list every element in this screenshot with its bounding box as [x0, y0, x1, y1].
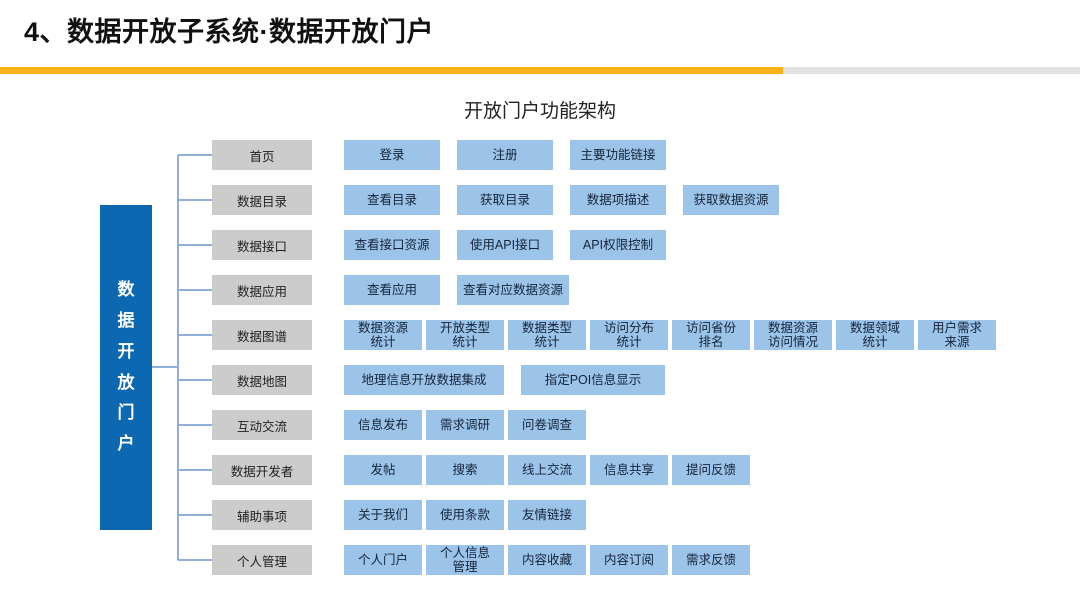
leaf-box[interactable]: 主要功能链接: [570, 140, 666, 170]
branch-row: 数据地图 地理信息开放数据集成 指定POI信息显示: [212, 365, 665, 395]
category-box[interactable]: 数据地图: [212, 365, 312, 395]
root-char: 门: [117, 403, 135, 423]
page-title: 4、数据开放子系统·数据开放门户: [24, 17, 435, 47]
root-node-data-open-portal: 数 据 开 放 门 户: [100, 205, 152, 530]
leaf-box[interactable]: 获取数据资源: [683, 185, 779, 215]
leaf-box[interactable]: 个人门户: [344, 545, 422, 575]
leaf-box[interactable]: 数据资源 统计: [344, 320, 422, 350]
branch-row: 数据图谱 数据资源 统计 开放类型 统计 数据类型 统计 访问分布 统计 访问省…: [212, 320, 996, 350]
leaf-box[interactable]: 数据资源 访问情况: [754, 320, 832, 350]
branch-row: 首页 登录 注册 主要功能链接: [212, 140, 666, 170]
leaf-box[interactable]: 需求调研: [426, 410, 504, 440]
row-gap: [312, 185, 344, 215]
divider-accent-segment: [0, 67, 783, 74]
category-box[interactable]: 首页: [212, 140, 312, 170]
leaf-box[interactable]: 开放类型 统计: [426, 320, 504, 350]
leaf-strip: 地理信息开放数据集成 指定POI信息显示: [344, 365, 665, 395]
divider-grey-segment: [783, 67, 1080, 74]
leaf-box[interactable]: 指定POI信息显示: [521, 365, 665, 395]
diagram-title: 开放门户功能架构: [463, 101, 616, 122]
leaf-strip: 查看接口资源 使用API接口 API权限控制: [344, 230, 666, 260]
root-char: 户: [117, 434, 135, 454]
category-box[interactable]: 数据应用: [212, 275, 312, 305]
branch-row: 个人管理 个人门户 个人信息 管理 内容收藏 内容订阅 需求反馈: [212, 545, 750, 575]
leaf-box[interactable]: 搜索: [426, 455, 504, 485]
leaf-box[interactable]: 需求反馈: [672, 545, 750, 575]
leaf-box[interactable]: 线上交流: [508, 455, 586, 485]
root-char: 放: [117, 372, 135, 392]
branch-row: 互动交流 信息发布 需求调研 问卷调查: [212, 410, 586, 440]
leaf-box[interactable]: 关于我们: [344, 500, 422, 530]
leaf-box[interactable]: 使用API接口: [457, 230, 553, 260]
leaf-box[interactable]: 内容订阅: [590, 545, 668, 575]
category-box[interactable]: 数据开发者: [212, 455, 312, 485]
leaf-box[interactable]: 查看目录: [344, 185, 440, 215]
category-box[interactable]: 数据目录: [212, 185, 312, 215]
category-box[interactable]: 辅助事项: [212, 500, 312, 530]
leaf-strip: 关于我们 使用条款 友情链接: [344, 500, 586, 530]
leaf-box[interactable]: 查看接口资源: [344, 230, 440, 260]
branch-row: 数据开发者 发帖 搜索 线上交流 信息共享 提问反馈: [212, 455, 750, 485]
leaf-box[interactable]: 提问反馈: [672, 455, 750, 485]
leaf-box[interactable]: 访问分布 统计: [590, 320, 668, 350]
leaf-strip: 查看目录 获取目录 数据项描述 获取数据资源: [344, 185, 779, 215]
leaf-strip: 信息发布 需求调研 问卷调查: [344, 410, 586, 440]
branch-row: 数据接口 查看接口资源 使用API接口 API权限控制: [212, 230, 666, 260]
row-gap: [312, 500, 344, 530]
branch-row: 数据应用 查看应用 查看对应数据资源: [212, 275, 569, 305]
leaf-box[interactable]: 信息共享: [590, 455, 668, 485]
leaf-strip: 登录 注册 主要功能链接: [344, 140, 666, 170]
branch-row: 辅助事项 关于我们 使用条款 友情链接: [212, 500, 586, 530]
leaf-box[interactable]: 问卷调查: [508, 410, 586, 440]
leaf-box[interactable]: 内容收藏: [508, 545, 586, 575]
row-gap: [312, 410, 344, 440]
leaf-strip: 发帖 搜索 线上交流 信息共享 提问反馈: [344, 455, 750, 485]
leaf-strip: 个人门户 个人信息 管理 内容收藏 内容订阅 需求反馈: [344, 545, 750, 575]
root-char: 数: [117, 279, 135, 299]
title-divider: [0, 67, 1080, 74]
row-gap: [312, 545, 344, 575]
row-gap: [312, 230, 344, 260]
leaf-box[interactable]: 查看应用: [344, 275, 440, 305]
leaf-box[interactable]: 查看对应数据资源: [457, 275, 569, 305]
leaf-box[interactable]: 友情链接: [508, 500, 586, 530]
row-gap: [312, 455, 344, 485]
leaf-box[interactable]: 注册: [457, 140, 553, 170]
category-box[interactable]: 数据图谱: [212, 320, 312, 350]
category-box[interactable]: 个人管理: [212, 545, 312, 575]
leaf-box[interactable]: 数据类型 统计: [508, 320, 586, 350]
leaf-box[interactable]: 使用条款: [426, 500, 504, 530]
leaf-box[interactable]: 访问省份 排名: [672, 320, 750, 350]
leaf-strip: 数据资源 统计 开放类型 统计 数据类型 统计 访问分布 统计 访问省份 排名 …: [344, 320, 996, 350]
leaf-box[interactable]: 数据领域 统计: [836, 320, 914, 350]
branch-row: 数据目录 查看目录 获取目录 数据项描述 获取数据资源: [212, 185, 779, 215]
root-char: 开: [117, 341, 135, 361]
leaf-box[interactable]: 信息发布: [344, 410, 422, 440]
row-gap: [312, 275, 344, 305]
leaf-strip: 查看应用 查看对应数据资源: [344, 275, 569, 305]
leaf-box[interactable]: API权限控制: [570, 230, 666, 260]
root-char: 据: [117, 310, 135, 330]
leaf-box[interactable]: 登录: [344, 140, 440, 170]
category-box[interactable]: 数据接口: [212, 230, 312, 260]
row-gap: [312, 320, 344, 350]
row-gap: [312, 140, 344, 170]
leaf-box[interactable]: 数据项描述: [570, 185, 666, 215]
leaf-box[interactable]: 地理信息开放数据集成: [344, 365, 504, 395]
leaf-box[interactable]: 获取目录: [457, 185, 553, 215]
leaf-box[interactable]: 个人信息 管理: [426, 545, 504, 575]
leaf-box[interactable]: 发帖: [344, 455, 422, 485]
row-gap: [312, 365, 344, 395]
category-box[interactable]: 互动交流: [212, 410, 312, 440]
leaf-box[interactable]: 用户需求 来源: [918, 320, 996, 350]
